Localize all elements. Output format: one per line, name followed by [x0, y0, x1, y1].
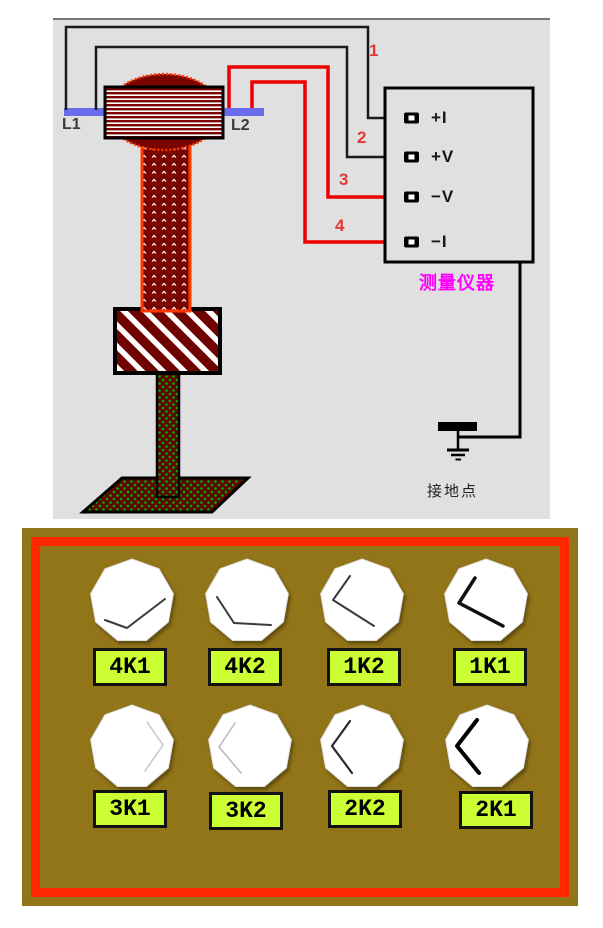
- terminal-bar-l1: [64, 108, 116, 116]
- wire-4: [250, 80, 405, 244]
- knob-body: [445, 704, 529, 787]
- knob-2K1[interactable]: [439, 699, 535, 795]
- knob-pointer: [216, 596, 272, 626]
- terminal-plus-v[interactable]: [404, 151, 419, 163]
- knob-label-4K1: 4K1: [93, 648, 167, 686]
- hatched-block: [113, 307, 222, 375]
- knob-pointer: [455, 718, 481, 775]
- instrument-title: 测量仪器: [419, 273, 495, 293]
- knob-2K2[interactable]: [314, 699, 410, 795]
- coil-body: [103, 85, 225, 140]
- knob-3K1[interactable]: [84, 699, 180, 795]
- terminal-minus-v[interactable]: [404, 191, 419, 203]
- knob-body: [208, 704, 292, 787]
- stand-post: [155, 371, 181, 499]
- wiring-diagram-panel: L1 L2 1 2 3 4 +I +V −V −I 测量仪器 接地点: [53, 18, 550, 519]
- knob-pointer: [332, 575, 375, 627]
- knob-pointer: [144, 721, 164, 772]
- coil-terminal-label-l2: L2: [231, 117, 250, 134]
- schematic-drawing: [64, 25, 535, 514]
- knob-body: [90, 704, 174, 787]
- terminal-bar-l2: [222, 108, 264, 116]
- knob-body: [205, 558, 289, 641]
- knob-body: [320, 558, 404, 641]
- knob-label-2K1: 2K1: [459, 791, 533, 829]
- knob-label-3K1: 3K1: [93, 790, 167, 828]
- knob-1K2[interactable]: [314, 553, 410, 649]
- wire-3: [227, 65, 405, 199]
- wire-number-1: 1: [369, 41, 379, 60]
- terminal-label-plus-v: +V: [431, 147, 455, 166]
- knob-1K1[interactable]: [438, 553, 534, 649]
- knob-body: [320, 704, 404, 787]
- wire-number-2: 2: [357, 128, 367, 147]
- wire-number-3: 3: [339, 170, 349, 189]
- knob-pointer: [330, 719, 354, 775]
- knob-4K1[interactable]: [84, 553, 180, 649]
- ground-wire: [458, 262, 522, 439]
- knob-pointer: [218, 722, 242, 774]
- coil-column: [140, 135, 192, 313]
- coil-terminal-label-l1: L1: [62, 116, 81, 133]
- knob-3K2[interactable]: [202, 699, 298, 795]
- knob-pointer: [104, 598, 166, 629]
- wire-1: [64, 25, 405, 120]
- knob-label-1K1: 1K1: [453, 648, 527, 686]
- knob-label-2K2: 2K2: [328, 790, 402, 828]
- terminal-plus-i[interactable]: [404, 112, 419, 124]
- ground-symbol: [438, 422, 477, 461]
- wire-number-4: 4: [335, 216, 345, 235]
- terminal-label-minus-v: −V: [431, 187, 455, 206]
- terminal-label-plus-i: +I: [431, 108, 448, 127]
- knob-label-1K2: 1K2: [327, 648, 401, 686]
- knob-4K2[interactable]: [199, 553, 295, 649]
- terminal-label-minus-i: −I: [431, 232, 448, 251]
- terminal-minus-i[interactable]: [404, 236, 419, 248]
- knob-pointer: [457, 576, 505, 628]
- knob-label-4K2: 4K2: [208, 648, 282, 686]
- ground-label: 接地点: [427, 483, 479, 500]
- wire-2: [94, 45, 405, 159]
- knob-body: [444, 558, 528, 641]
- panel-border: [31, 537, 569, 897]
- knob-label-3K2: 3K2: [209, 792, 283, 830]
- knob-body: [90, 558, 174, 641]
